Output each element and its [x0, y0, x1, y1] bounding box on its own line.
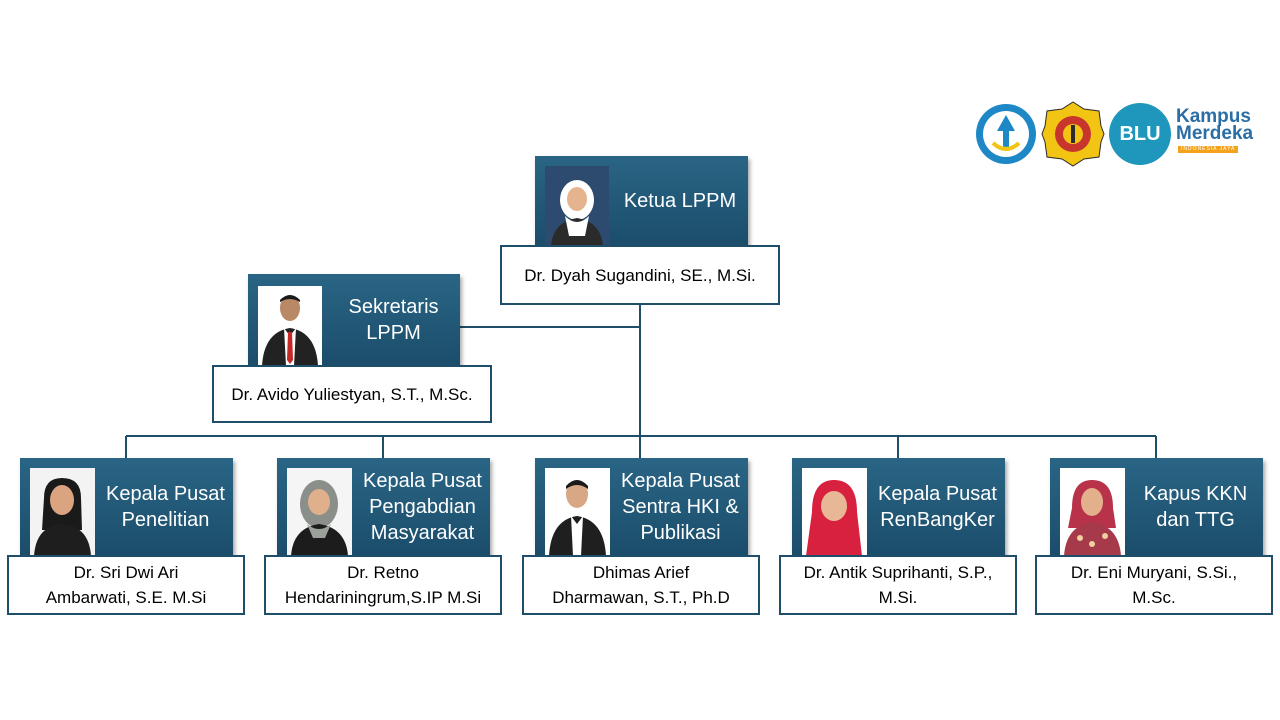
woman-hijab-photo	[802, 468, 867, 556]
woman-photo	[30, 468, 95, 556]
title-unit-hki: Kepala Pusat Sentra HKI & Publikasi	[621, 470, 740, 544]
name-unit-renbangker: Dr. Antik Suprihanti, S.P., M.Si.	[779, 555, 1017, 615]
title-unit-renbangker: Kepala Pusat RenBangKer	[878, 483, 997, 531]
kampus-merdeka-subtitle: INDONESIA JAYA	[1178, 146, 1239, 153]
woman-hijab-photo	[287, 468, 352, 556]
blu-speed-logo: BLU	[1109, 103, 1171, 165]
woman-hijab-photo	[1060, 468, 1125, 556]
name-unit-penelitian: Dr. Sri Dwi Ari Ambarwati, S.E. M.Si	[7, 555, 245, 615]
name-unit-kkn: Dr. Eni Muryani, S.Si., M.Sc.	[1035, 555, 1273, 615]
tut-wuri-handayani-logo	[976, 104, 1036, 164]
title-ketua: Ketua LPPM	[623, 190, 737, 212]
name-unit-pengabdian-text: Dr. Retno Hendariningrum,S.IP M.Si	[284, 563, 482, 607]
name-unit-kkn-text: Dr. Eni Muryani, S.Si., M.Sc.	[1070, 563, 1238, 607]
man-suit-photo	[545, 468, 610, 556]
name-sekretaris-text: Dr. Avido Yuliestyan, S.T., M.Sc.	[231, 384, 473, 404]
blu-text: BLU	[1119, 122, 1161, 145]
name-ketua: Dr. Dyah Sugandini, SE., M.Si.	[500, 245, 780, 305]
title-sekretaris: Sekretaris LPPM	[348, 296, 439, 344]
name-unit-hki: Dhimas Arief Dharmawan, S.T., Ph.D	[522, 555, 760, 615]
kampus-merdeka-logo: Kampus Merdeka	[1176, 106, 1254, 144]
woman-hijab-photo	[545, 166, 609, 246]
name-sekretaris: Dr. Avido Yuliestyan, S.T., M.Sc.	[212, 365, 492, 423]
man-suit-photo	[258, 286, 322, 366]
name-unit-hki-text: Dhimas Arief Dharmawan, S.T., Ph.D	[552, 563, 730, 607]
name-unit-penelitian-text: Dr. Sri Dwi Ari Ambarwati, S.E. M.Si	[45, 563, 207, 607]
merdeka-text: Merdeka	[1176, 123, 1254, 144]
title-unit-kkn: Kapus KKN dan TTG	[1143, 483, 1248, 531]
university-seal-logo	[1041, 101, 1105, 167]
title-unit-penelitian: Kepala Pusat Penelitian	[106, 483, 225, 531]
name-unit-pengabdian: Dr. Retno Hendariningrum,S.IP M.Si	[264, 555, 502, 615]
title-unit-pengabdian: Kepala Pusat Pengabdian Masyarakat	[363, 470, 482, 544]
name-unit-renbangker-text: Dr. Antik Suprihanti, S.P., M.Si.	[803, 563, 993, 607]
name-ketua-text: Dr. Dyah Sugandini, SE., M.Si.	[524, 265, 756, 285]
logo-strip: BLU Kampus Merdeka INDONESIA JAYA	[975, 100, 1265, 168]
kampus-text: Kampus	[1176, 106, 1251, 127]
